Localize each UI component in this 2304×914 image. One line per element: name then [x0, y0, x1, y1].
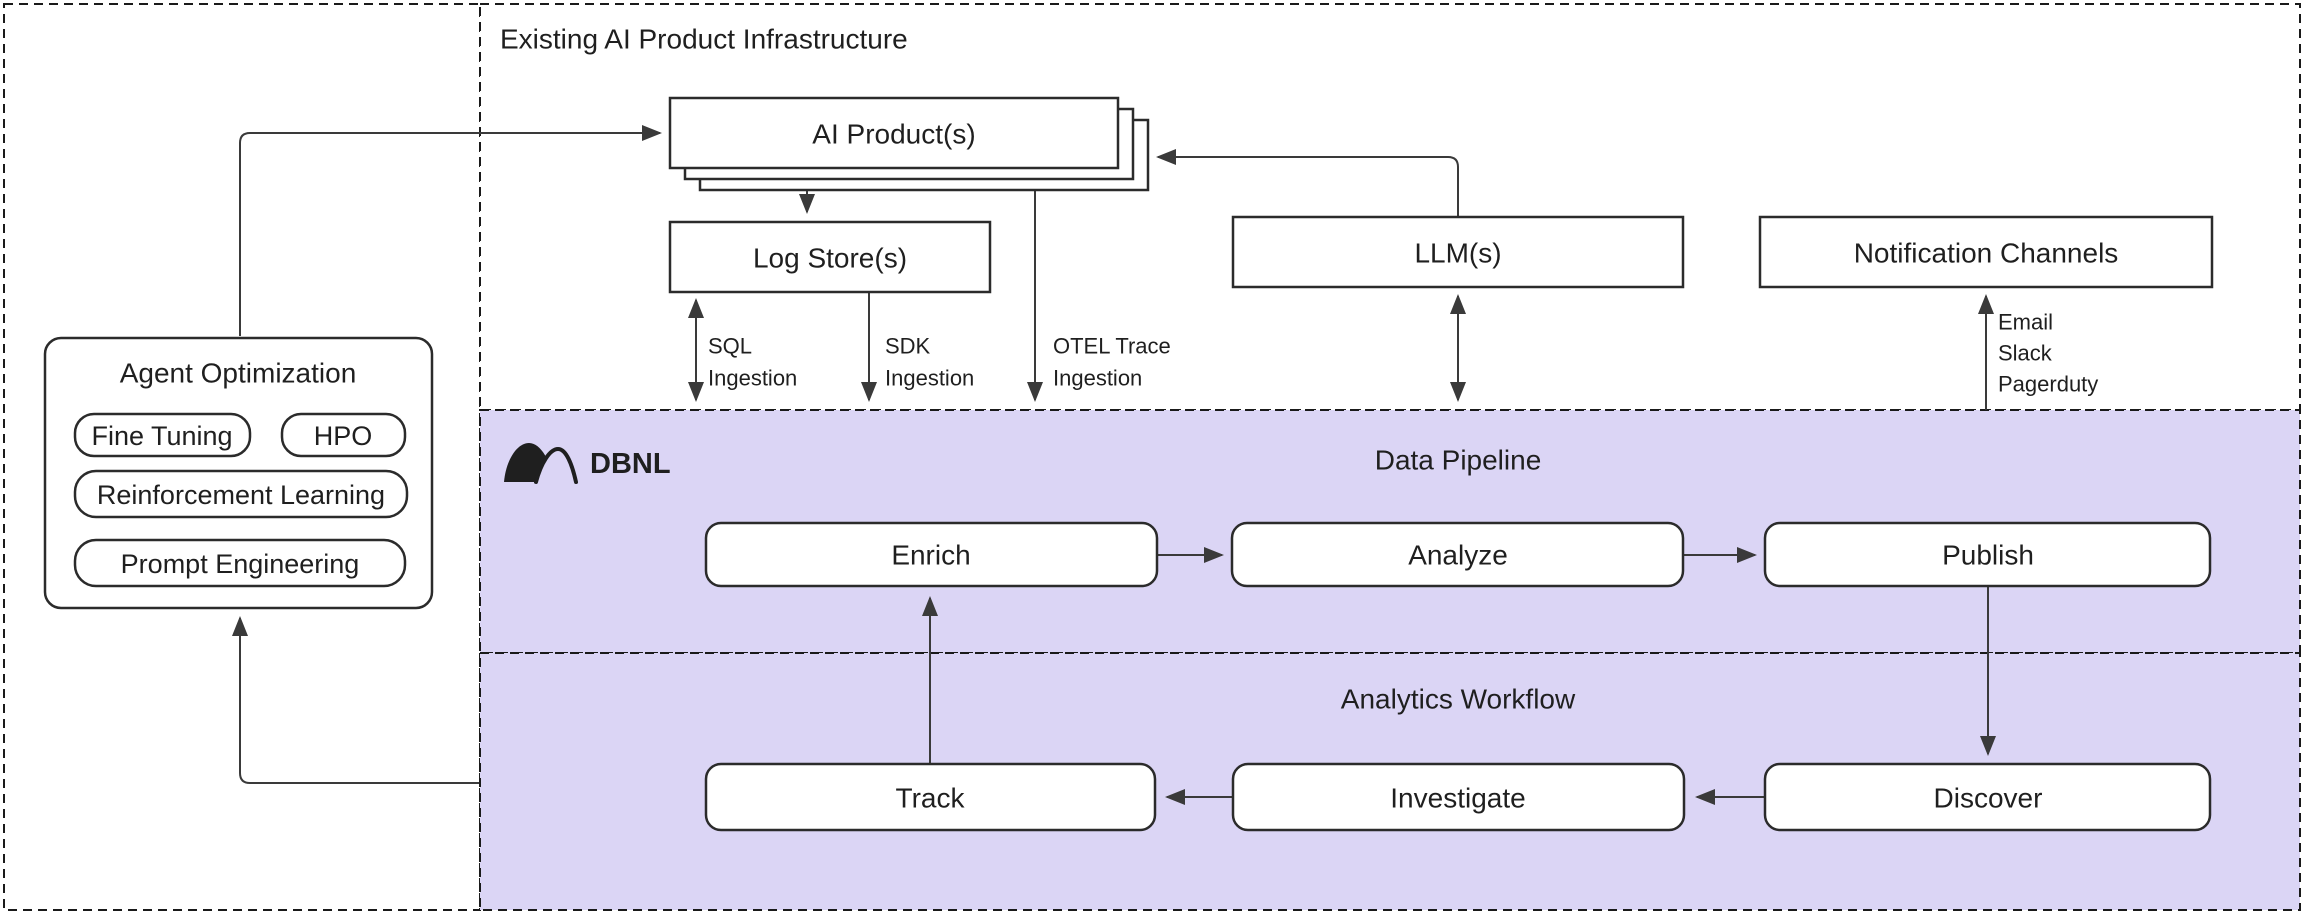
track-box — [704, 762, 1157, 832]
data-pipeline-title: Data Pipeline — [1375, 445, 1542, 476]
reinforcement-learning-label: Reinforcement Learning — [97, 480, 385, 510]
discover-box — [1763, 762, 2212, 832]
investigate-label: Investigate — [1390, 783, 1525, 814]
analyze-box — [1230, 521, 1685, 588]
edge-dbnl-to-agent — [232, 616, 479, 784]
ai-products-label: AI Product(s) — [812, 119, 975, 150]
log-stores-box — [668, 220, 992, 294]
llms-box — [1231, 215, 1685, 289]
edge-agent-to-aiproduct — [239, 125, 662, 336]
investigate-box — [1231, 762, 1686, 832]
sql-ingestion-label-1: SQL — [708, 334, 752, 359]
enrich-label: Enrich — [891, 540, 970, 571]
hpo-label: HPO — [314, 421, 373, 451]
notification-channels-node: Notification Channels — [1758, 215, 2214, 289]
reinforcement-learning-pill — [73, 469, 409, 519]
dbnl-label: DBNL — [590, 448, 671, 480]
otel-ingestion-label-2: Ingestion — [1053, 366, 1142, 391]
notification-label-pagerduty: Pagerduty — [1998, 372, 2098, 397]
sdk-ingestion-label-1: SDK — [885, 334, 931, 359]
discover-node: Discover — [1763, 762, 2212, 832]
enrich-node: Enrich — [704, 521, 1159, 588]
notification-channels-label: Notification Channels — [1854, 238, 2119, 269]
agent-optimization-node: Agent Optimization Fine Tuning HPO Reinf… — [43, 336, 434, 610]
track-node: Track — [704, 762, 1157, 832]
infrastructure-panel — [479, 3, 2301, 411]
publish-box — [1763, 521, 2212, 588]
infrastructure-title: Existing AI Product Infrastructure — [500, 24, 908, 55]
log-stores-node: Log Store(s) — [668, 220, 992, 294]
hpo-pill — [280, 412, 407, 458]
enrich-box — [704, 521, 1159, 588]
fine-tuning-label: Fine Tuning — [91, 421, 232, 451]
analyze-label: Analyze — [1408, 540, 1508, 571]
log-stores-label: Log Store(s) — [753, 243, 907, 274]
prompt-engineering-pill — [73, 538, 407, 588]
ai-products-box — [668, 96, 1120, 170]
track-label: Track — [896, 783, 966, 814]
otel-ingestion-label-1: OTEL Trace — [1053, 334, 1171, 359]
agent-optimization-title: Agent Optimization — [120, 358, 357, 389]
dbnl-brand: DBNL — [504, 443, 671, 484]
investigate-node: Investigate — [1231, 762, 1686, 832]
analytics-workflow-title: Analytics Workflow — [1341, 684, 1576, 715]
sdk-ingestion-label-2: Ingestion — [885, 366, 974, 391]
llms-label: LLM(s) — [1414, 238, 1501, 269]
notification-label-email: Email — [1998, 310, 2053, 335]
llms-node: LLM(s) — [1231, 215, 1685, 289]
discover-label: Discover — [1934, 783, 2043, 814]
publish-node: Publish — [1763, 521, 2212, 588]
mountains-icon-outline — [534, 446, 578, 484]
ai-products-node: AI Product(s) — [668, 96, 1150, 192]
sql-ingestion-label-2: Ingestion — [708, 366, 797, 391]
notification-channels-box — [1758, 215, 2214, 289]
notification-label-slack: Slack — [1998, 341, 2053, 366]
analyze-node: Analyze — [1230, 521, 1685, 588]
prompt-engineering-label: Prompt Engineering — [121, 549, 360, 579]
fine-tuning-pill — [73, 412, 252, 458]
publish-label: Publish — [1942, 540, 2034, 571]
edge-llm-to-aiproduct — [1156, 149, 1459, 217]
